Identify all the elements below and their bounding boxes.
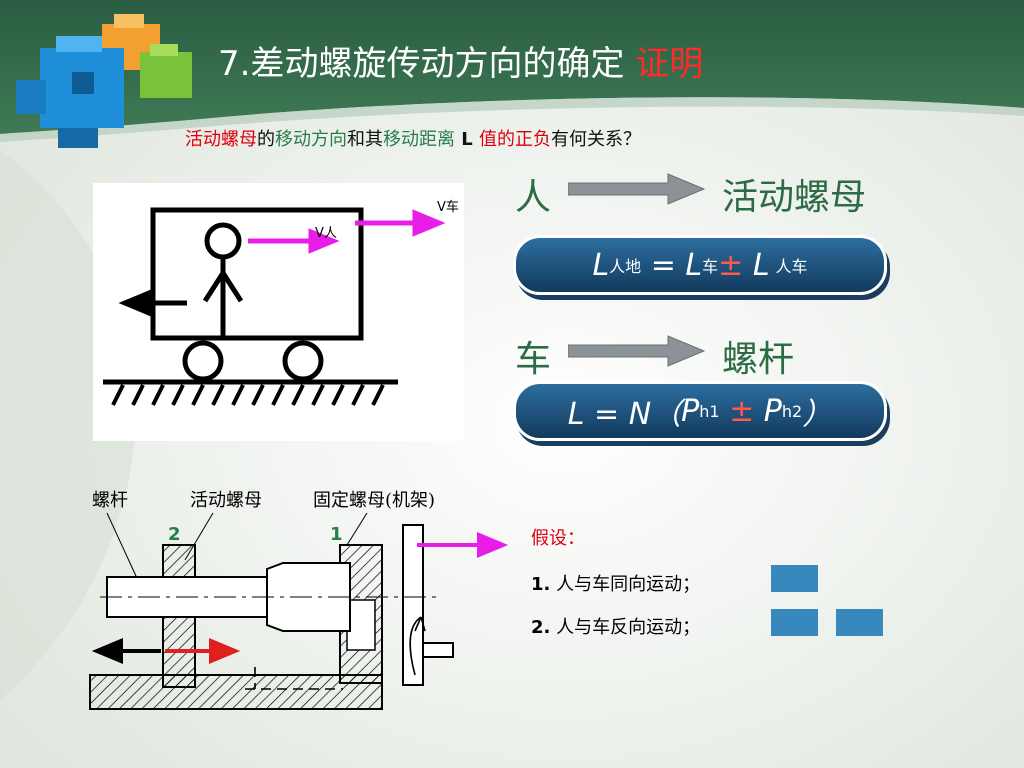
blue-cube — [16, 36, 124, 148]
red-right-arrow-icon — [165, 638, 241, 664]
question-line: 活动螺母的移动方向和其移动距离 L 值的正负有何关系？ — [185, 125, 641, 151]
assume-title: 假设： — [531, 528, 585, 549]
assume-item-1: 1. 人与车同向运动； — [531, 570, 700, 596]
f1-eq: = — [641, 247, 686, 283]
swatch-same-direction — [771, 565, 818, 592]
person-head — [204, 222, 242, 260]
f2-pre: L = N（ — [567, 397, 682, 432]
label-moving-nut: 活动螺母 — [190, 490, 262, 511]
person-velocity-arrow-icon — [248, 228, 340, 254]
ground-hatch — [111, 384, 385, 406]
rotation-arrow-icon — [409, 616, 426, 676]
mapping-car-left: 车 — [515, 339, 552, 380]
differential-screw-diagram — [89, 512, 509, 710]
f2-sub1: h1 — [699, 401, 720, 421]
f2-P1: P — [681, 393, 700, 429]
label-fixed-nut: 固定螺母(机架) — [313, 490, 436, 511]
q-part-direction: 移动方向 — [275, 129, 347, 150]
mapping2-arrow-icon — [568, 335, 706, 367]
frame-base — [89, 544, 383, 710]
cart-diagram: V车 V人 — [103, 199, 459, 406]
f1-sub1: 人地 — [609, 257, 642, 276]
puzzle-cubes-logo — [16, 14, 192, 148]
f2-pm: ± — [719, 393, 764, 429]
left-arrow-icon — [118, 289, 187, 317]
mapping-person-left: 人 — [515, 177, 552, 218]
label-num-1: 1 — [330, 524, 343, 545]
label-num-2: 2 — [168, 524, 181, 545]
assume-item-2-num: 2. — [531, 617, 551, 638]
label-v-car: V车 — [437, 199, 459, 215]
car-velocity-arrow-icon — [355, 209, 446, 237]
wheel-right — [282, 340, 324, 382]
green-cube — [140, 44, 192, 98]
q-part-nut: 活动螺母 — [185, 129, 257, 150]
f2-P2: P — [763, 393, 782, 429]
assume-item-1-text: 人与车同向运动； — [550, 574, 701, 595]
screw-shaft — [106, 524, 454, 686]
f1-sub3: 人车 — [775, 257, 808, 276]
f2-sub2: h2 — [781, 401, 803, 421]
f1-L3: L — [743, 247, 770, 283]
q-part-2: 的 — [257, 129, 275, 150]
wheel-left — [182, 340, 224, 382]
q-part-L: L — [455, 129, 480, 150]
magenta-right-arrow-icon — [417, 532, 509, 558]
title-accent: 证明 — [635, 44, 704, 84]
swatch-opposite-2 — [836, 609, 883, 636]
mapping1-arrow-icon — [568, 173, 706, 205]
slide-title: 7.差动螺旋传动方向的确定 证明 — [218, 36, 703, 85]
label-v-person: V人 — [315, 226, 337, 241]
mapping-car-right: 螺杆 — [722, 339, 795, 380]
f1-L1: L — [592, 247, 610, 283]
assume-item-2-text: 人与车反向运动； — [550, 617, 701, 638]
assume-item-2: 2. 人与车反向运动； — [531, 613, 700, 639]
q-part-end: 有何关系？ — [551, 129, 642, 150]
q-part-distance: 移动距离 — [383, 129, 455, 150]
f2-post: ） — [802, 397, 833, 432]
swatch-opposite-1 — [771, 609, 818, 636]
dashed-outline — [245, 667, 343, 690]
label-screw: 螺杆 — [92, 490, 128, 511]
cart-diagram-panel: V车 V人 — [93, 183, 464, 441]
q-part-sign: 值的正负 — [479, 129, 552, 150]
black-left-arrow-icon — [91, 638, 161, 664]
title-main: 7.差动螺旋传动方向的确定 — [218, 44, 625, 84]
mapping-person-right: 活动螺母 — [722, 177, 867, 218]
assume-item-1-num: 1. — [531, 574, 551, 595]
f1-L2: L — [685, 247, 703, 283]
q-part-4: 和其 — [347, 129, 383, 150]
cart-body — [150, 207, 364, 341]
person-body — [202, 257, 244, 338]
f1-pm: ± — [718, 247, 744, 283]
f1-sub2: 车 — [702, 257, 719, 276]
